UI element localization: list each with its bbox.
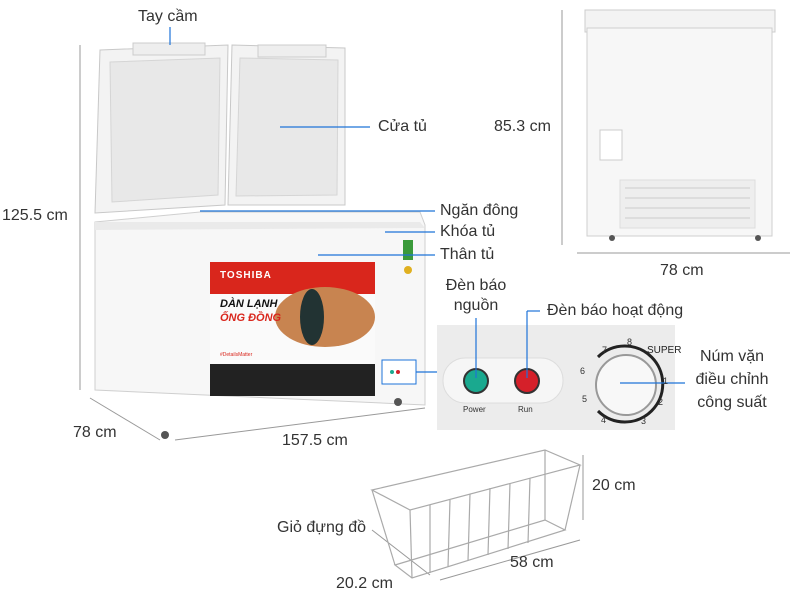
dim-back-height: 85.3 cm: [494, 118, 551, 135]
control-panel-inset: [437, 325, 675, 430]
label-power-light-line2: nguồn: [453, 297, 499, 314]
dial-2: 2: [658, 397, 664, 407]
label-power-light-line1: Đèn báo: [445, 277, 507, 294]
power-knob-icon: [595, 354, 657, 416]
callout-lines: [169, 27, 685, 384]
dial-8: 8: [627, 337, 633, 347]
dim-front-height: 125.5 cm: [2, 207, 68, 224]
power-label: Power: [463, 405, 486, 414]
dim-back-width: 78 cm: [660, 262, 704, 279]
dim-front-width: 157.5 cm: [282, 432, 348, 449]
dim-basket-length: 58 cm: [510, 554, 554, 571]
tagline: #DetailsMatter: [220, 352, 253, 358]
run-label: Run: [518, 405, 533, 414]
dial-3: 3: [641, 416, 647, 426]
dial-4: 4: [601, 415, 607, 425]
dim-basket-width: 20.2 cm: [336, 575, 393, 592]
label-knob-line2: điều chỉnh: [695, 371, 769, 388]
dial-5: 5: [582, 394, 588, 404]
dial-1: 1: [663, 376, 669, 386]
label-power-light: Đèn báo nguồn: [440, 276, 512, 316]
label-freezer-compartment: Ngăn đông: [440, 202, 519, 219]
freezer-front-illustration: [94, 42, 426, 439]
label-door: Cửa tủ: [378, 118, 427, 135]
dial-7: 7: [602, 345, 608, 355]
dim-basket-height: 20 cm: [592, 477, 636, 494]
label-handle: Tay cầm: [138, 8, 198, 25]
headline-1: DÀN LẠNH: [220, 298, 278, 310]
super-label: SUPER: [647, 345, 682, 356]
label-knob: Núm vặn điều chỉnh công suất: [688, 345, 776, 414]
dial-6: 6: [580, 366, 586, 376]
basket-illustration: [370, 449, 582, 579]
headline-2: ỐNG ĐỒNG: [220, 312, 282, 324]
label-run-light: Đèn báo hoạt động: [547, 302, 684, 319]
brand-logo: TOSHIBA: [220, 270, 272, 281]
label-lock: Khóa tủ: [440, 223, 496, 240]
label-knob-line1: Núm vặn: [699, 348, 765, 365]
dim-front-depth: 78 cm: [73, 424, 117, 441]
label-basket: Giỏ đựng đồ: [277, 519, 366, 536]
freezer-back-illustration: [584, 9, 776, 241]
label-body: Thân tủ: [440, 246, 495, 263]
dimension-lines: [79, 10, 790, 581]
label-knob-line3: công suất: [697, 394, 767, 411]
